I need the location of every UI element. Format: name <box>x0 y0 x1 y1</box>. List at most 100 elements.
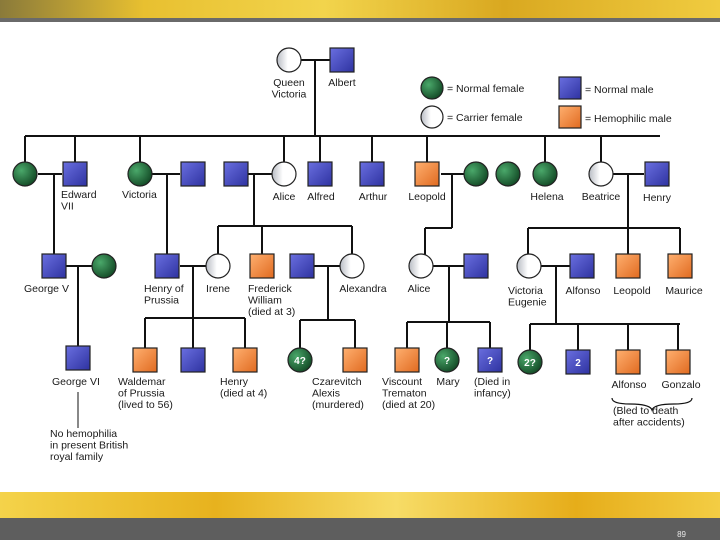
label-alice: Alice <box>273 191 296 203</box>
mark-mary: ? <box>444 356 450 367</box>
legend-normal-male-icon <box>558 76 582 100</box>
four-daughters-symbol <box>287 347 313 373</box>
helena-symbol <box>532 161 558 187</box>
label-alexandra: Alexandra <box>339 283 386 295</box>
label-mary: Mary <box>436 376 460 388</box>
label-alfred: Alfred <box>307 191 335 203</box>
alfred-symbol <box>307 161 333 187</box>
sigismund-symbol <box>180 347 206 373</box>
symbol-marks: 4? ? ? 2? 2 <box>294 356 581 369</box>
maurice-symbol <box>667 253 693 279</box>
henry-of-prussia-symbol <box>154 253 180 279</box>
albert-symbol <box>329 47 355 73</box>
irene-symbol <box>205 253 231 279</box>
label-george-vi: George VI <box>52 376 100 388</box>
page-number: 89 <box>677 530 686 539</box>
gonzalo-symbol <box>665 349 691 375</box>
footer-bar <box>0 518 720 540</box>
label-beatrice: Beatrice <box>582 191 621 203</box>
label-alfonso-g4: Alfonso <box>611 379 646 391</box>
label-arthur: Arthur <box>359 191 388 203</box>
pedigree-figure: 4? ? ? 2? 2 = Normal female = Carrier fe… <box>0 22 720 492</box>
alice-husband-g3-symbol <box>463 253 489 279</box>
label-leopold-g3: Leopold <box>613 285 651 297</box>
daughter-symbol <box>495 161 521 187</box>
legend-carrier-female-icon <box>420 105 444 129</box>
alice-symbol <box>271 161 297 187</box>
arthur-symbol <box>359 161 385 187</box>
connector-lines <box>24 59 681 428</box>
label-helena: Helena <box>530 191 563 203</box>
henry-g4-symbol <box>232 347 258 373</box>
mary-symbol <box>434 347 460 373</box>
legend-normal-female-label: = Normal female <box>447 83 524 95</box>
george-vi-symbol <box>65 345 91 371</box>
label-alice-g3: Alice <box>408 283 431 295</box>
george-v-wife-symbol <box>91 253 117 279</box>
infant-symbol <box>477 347 503 373</box>
waldemar-symbol <box>132 347 158 373</box>
bottom-decorative-band <box>0 492 720 518</box>
viscount-trematon-symbol <box>394 347 420 373</box>
label-henry: Henry <box>643 192 672 204</box>
label-victoria: Victoria <box>122 189 157 201</box>
leopold-wife-symbol <box>463 161 489 187</box>
leopold-g3-symbol <box>615 253 641 279</box>
mark-four-daughters: 4? <box>294 356 306 367</box>
two-daughters-symbol <box>517 349 543 375</box>
victoria-eugenie-symbol <box>516 253 542 279</box>
legend-carrier-female-label: = Carrier female <box>447 112 523 124</box>
leopold-symbol <box>414 161 440 187</box>
czarevitch-alexis-symbol <box>342 347 368 373</box>
legend-labels: = Normal female = Carrier female = Norma… <box>447 83 672 125</box>
edward-vii-symbol <box>62 161 88 187</box>
label-irene: Irene <box>206 283 230 295</box>
alexandra-symbol <box>339 253 365 279</box>
beatrice-symbol <box>588 161 614 187</box>
alice-g3-symbol <box>408 253 434 279</box>
label-maurice: Maurice <box>665 285 703 297</box>
victoria-symbol <box>127 161 153 187</box>
top-decorative-band <box>0 0 720 22</box>
alice-husband-symbol <box>223 161 249 187</box>
label-alfonso: Alfonso <box>565 285 600 297</box>
george-v-symbol <box>41 253 67 279</box>
mark-infant: ? <box>487 356 493 367</box>
frederick-william-symbol <box>249 253 275 279</box>
label-gonzalo: Gonzalo <box>661 379 700 391</box>
legend-hemophilic-male-icon <box>558 105 582 129</box>
mark-two-daughters: 2? <box>524 358 536 369</box>
queen-victoria-symbol <box>276 47 302 73</box>
legend-hemophilic-male-label: = Hemophilic male <box>585 113 672 125</box>
label-george-v: George V <box>24 283 69 295</box>
legend-normal-female-icon <box>420 76 444 100</box>
label-henry-g4: Henry(died at 4) <box>220 376 267 400</box>
label-albert: Albert <box>328 77 356 89</box>
legend-normal-male-label: = Normal male <box>585 84 654 96</box>
pedigree-symbols <box>12 47 693 375</box>
alfonso-symbol <box>569 253 595 279</box>
legend <box>420 76 582 129</box>
two-sons-symbol <box>565 349 591 375</box>
victoria-husband-symbol <box>180 161 206 187</box>
edward-vii-wife-symbol <box>12 161 38 187</box>
alfonso-g4-symbol <box>615 349 641 375</box>
nicholas-symbol <box>289 253 315 279</box>
mark-two-sons: 2 <box>575 358 581 369</box>
label-leopold: Leopold <box>408 191 446 203</box>
pedigree-chart: 4? ? ? 2? 2 = Normal female = Carrier fe… <box>12 47 703 463</box>
henry-symbol <box>644 161 670 187</box>
